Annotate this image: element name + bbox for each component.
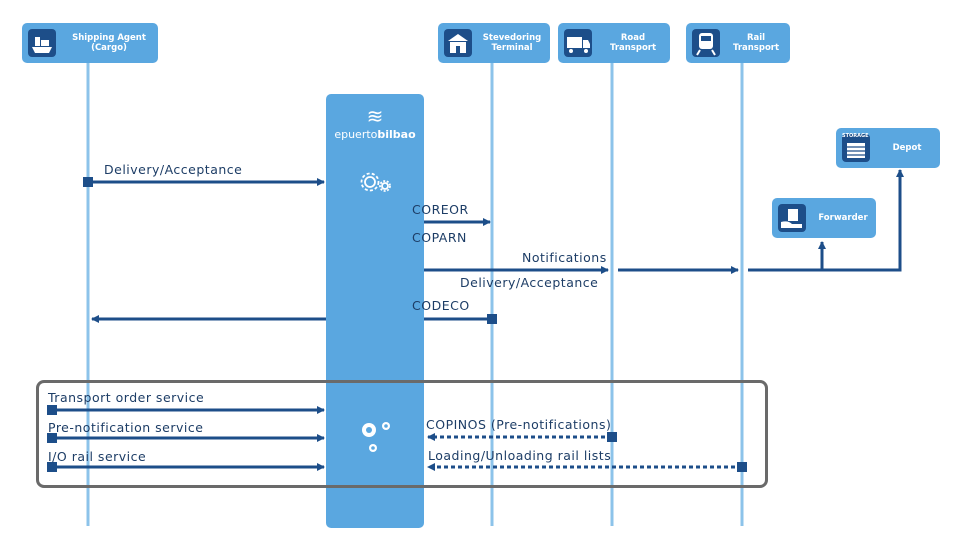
- label-coreor: COREOR: [412, 202, 469, 217]
- depot-storage-tag: STORAGE: [842, 133, 869, 139]
- train-icon: [692, 29, 720, 57]
- actor-label-rail: Rail Transport: [732, 33, 780, 53]
- label-notifications: Notifications: [522, 250, 607, 265]
- endpoint-rail-lists: [737, 462, 747, 472]
- actor-label-depot: Depot: [892, 143, 922, 153]
- actor-shipping-agent: Shipping Agent (Cargo): [22, 23, 158, 63]
- label-transport-order: Transport order service: [48, 390, 205, 405]
- portal-logo-text: epuertobilbao: [334, 128, 416, 141]
- lifelines: [86, 62, 744, 526]
- endpoint-stevedoring-codeco: [487, 314, 497, 324]
- label-copinos: COPINOS (Pre-notifications): [426, 417, 612, 432]
- gears-icon: [360, 172, 391, 192]
- endpoint-agent-delivery: [83, 177, 93, 187]
- label-delivery-acceptance-2: Delivery/Acceptance: [460, 275, 599, 290]
- label-coparn: COPARN: [412, 230, 467, 245]
- arrow-to-depot: [748, 169, 904, 272]
- actor-forwarder: Forwarder: [772, 198, 876, 238]
- actor-label-forwarder: Forwarder: [818, 213, 868, 223]
- actor-rail: Rail Transport: [686, 23, 790, 63]
- storage-warehouse-icon: [842, 134, 870, 162]
- actor-label-road: Road Transport: [609, 33, 657, 53]
- actor-road: Road Transport: [558, 23, 670, 63]
- endpoint-pre-notification: [47, 433, 57, 443]
- truck-icon: [564, 29, 592, 57]
- epuertobilbao-logo-icon: ≋: [366, 104, 384, 128]
- label-delivery-acceptance-1: Delivery/Acceptance: [104, 162, 243, 177]
- endpoint-io-rail: [47, 462, 57, 472]
- ship-icon: [28, 29, 56, 57]
- endpoint-transport-order: [47, 405, 57, 415]
- services-box: [36, 380, 768, 488]
- forwarder-hand-icon: [778, 204, 806, 232]
- label-rail-lists: Loading/Unloading rail lists: [428, 448, 612, 463]
- epuertobilbao-portal: ≋ epuertobilbao: [326, 94, 424, 528]
- services-gears-icon: [362, 422, 390, 452]
- label-codeco: CODECO: [412, 298, 470, 313]
- actor-label-shipping-agent: Shipping Agent (Cargo): [72, 33, 146, 53]
- endpoint-copinos: [607, 432, 617, 442]
- actor-stevedoring: Stevedoring Terminal: [438, 23, 550, 63]
- terminal-building-icon: [444, 29, 472, 57]
- label-pre-notification: Pre-notification service: [48, 420, 204, 435]
- actor-depot: STORAGE Depot: [836, 128, 940, 168]
- label-io-rail: I/O rail service: [48, 449, 147, 464]
- actor-label-stevedoring: Stevedoring Terminal: [482, 33, 542, 53]
